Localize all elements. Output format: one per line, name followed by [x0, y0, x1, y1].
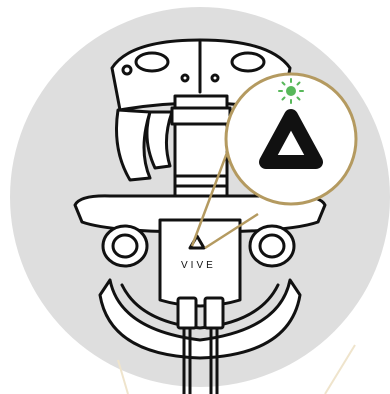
strap-hole-3	[212, 75, 218, 81]
connector-right	[205, 298, 223, 328]
vive-brand-label: VIVE	[181, 260, 216, 271]
status-light-icon	[279, 79, 303, 103]
decorative-line-right	[325, 345, 355, 394]
strap-slot-right	[232, 53, 264, 71]
strap-slot-left	[136, 53, 168, 71]
center-column-band-lower	[175, 176, 227, 186]
strap-hole-2	[182, 75, 188, 81]
center-column-band	[172, 108, 230, 124]
earphone-left-inner	[113, 235, 137, 257]
earphone-right-inner	[260, 235, 284, 257]
strap-hole-1	[123, 66, 131, 74]
connector-left	[178, 298, 196, 328]
